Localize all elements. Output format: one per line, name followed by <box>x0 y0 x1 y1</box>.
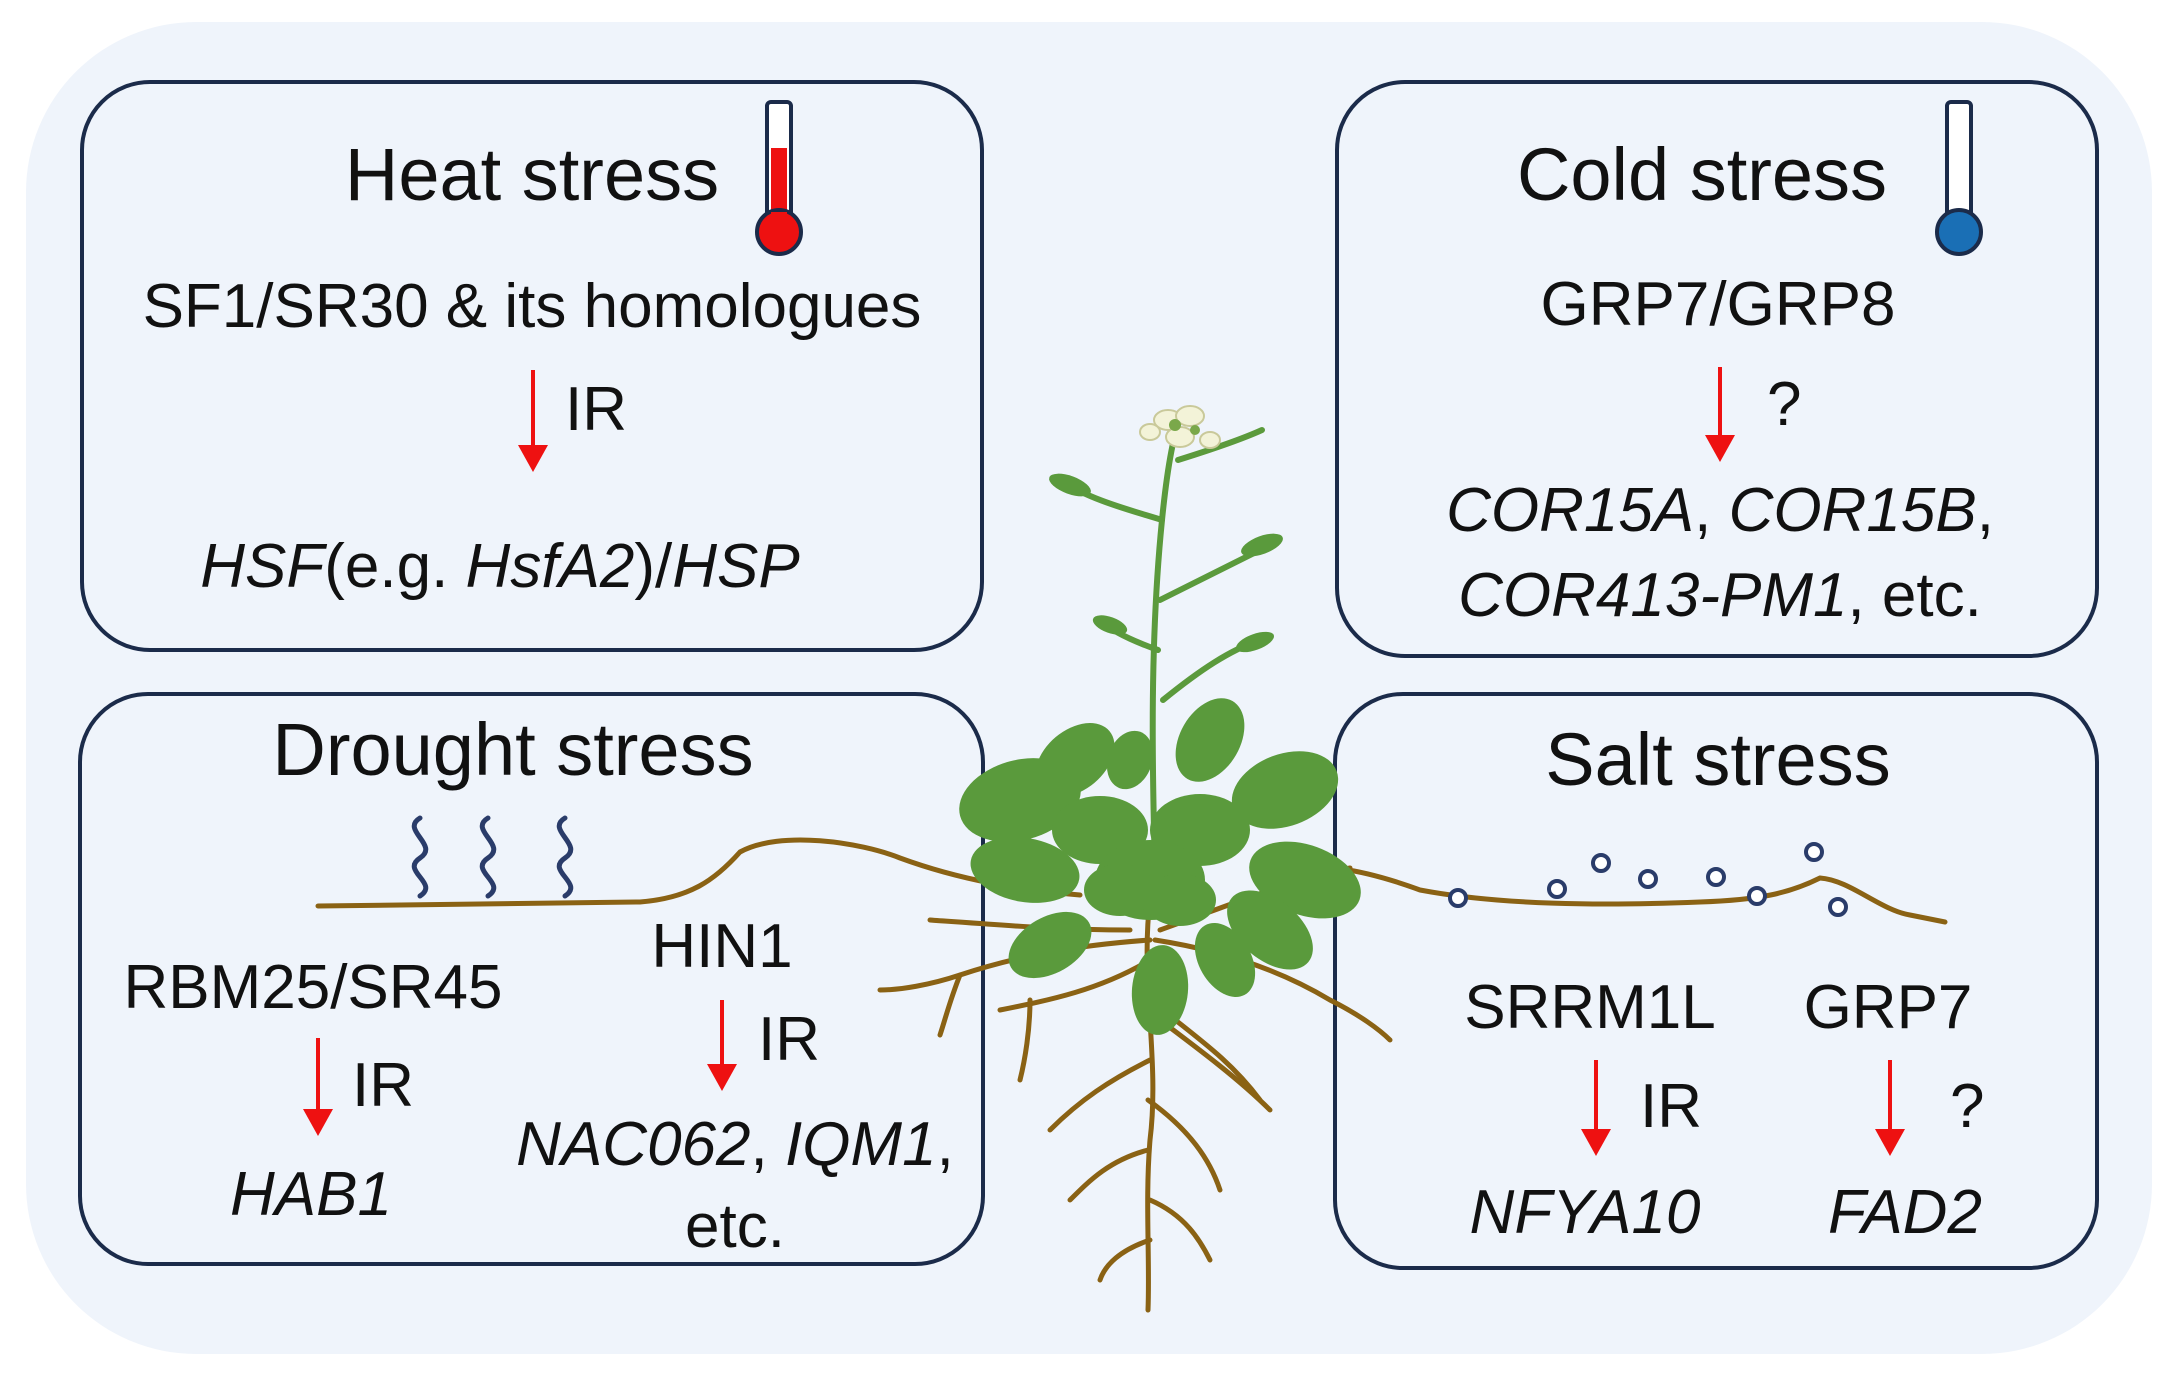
cold-target-etc: , etc. <box>1847 561 1981 630</box>
heat-regulator: SF1/SR30 & its homologues <box>143 272 922 341</box>
heat-event: IR <box>565 375 627 444</box>
heat-arrow <box>518 370 548 472</box>
cold-target-cor413: COR413-PM1 <box>1458 561 1847 630</box>
drought-left-event: IR <box>352 1051 414 1120</box>
cold-target-line2: COR413-PM1, etc. <box>1458 561 1982 630</box>
heat-target-hsf: HSF <box>200 532 327 601</box>
salt-right-arrow <box>1875 1060 1905 1156</box>
drought-right-event: IR <box>758 1005 820 1074</box>
heat-target-close: )/ <box>634 532 673 601</box>
heat-stress-title: Heat stress <box>345 133 719 216</box>
plant-stem-leaves <box>1049 473 1283 653</box>
plant-flowers <box>1139 405 1221 449</box>
cold-stress-title: Cold stress <box>1517 133 1887 216</box>
heat-target-hsfa2: HsfA2 <box>466 532 635 601</box>
heat-stress-box <box>80 80 984 652</box>
thermometer-hot-icon <box>755 100 803 256</box>
salt-stress-panel: Salt stress SRRM1L IR NFYA10 GRP7 ? FAD2 <box>1333 692 2099 1270</box>
drought-right-regulator: HIN1 <box>651 912 792 981</box>
salt-right-regulator: GRP7 <box>1804 973 1973 1042</box>
salt-left-event: IR <box>1640 1072 1702 1141</box>
drought-right-target-line1: NAC062, IQM1, <box>516 1110 954 1179</box>
cold-target-cor15a: COR15A <box>1446 476 1694 545</box>
evaporation-wave-icon <box>411 815 574 899</box>
drought-right-etc: etc. <box>685 1192 785 1261</box>
plant-flower-centers <box>1169 419 1200 435</box>
salt-soil-line <box>1257 864 1948 925</box>
cold-target-line1: COR15A, COR15B, <box>1446 476 1994 545</box>
drought-right-arrow <box>707 1000 737 1091</box>
cold-arrow <box>1705 367 1735 462</box>
salt-left-regulator: SRRM1L <box>1464 973 1716 1042</box>
salt-left-target: NFYA10 <box>1470 1178 1701 1247</box>
salt-stress-box <box>1333 692 2099 1270</box>
drought-right-iqm1: IQM1 <box>785 1110 937 1179</box>
salt-right-target: FAD2 <box>1828 1178 1982 1247</box>
salt-stress-title: Salt stress <box>1545 718 1890 801</box>
cold-event: ? <box>1767 370 1801 439</box>
cold-target-sep1: , <box>1694 476 1728 545</box>
cold-regulator: GRP7/GRP8 <box>1541 270 1896 339</box>
drought-stress-panel: Drought stress RBM25/SR45 IR HAB1 HIN1 I… <box>78 692 985 1266</box>
salt-particle-icon <box>1448 842 1848 917</box>
drought-left-regulator: RBM25/SR45 <box>123 953 502 1022</box>
drought-right-comma: , <box>937 1110 954 1179</box>
plant-rosette <box>959 698 1361 1035</box>
cold-stress-panel: Cold stress GRP7/GRP8 ? COR15A, COR15B , … <box>1335 80 2099 658</box>
drought-right-sep: , <box>751 1110 785 1179</box>
thermometer-cold-icon <box>1935 100 1983 256</box>
arabidopsis-plant-icon <box>877 405 1393 1313</box>
cold-target-cor15b: COR15B <box>1729 476 1977 545</box>
cold-target-sep2: , <box>1977 476 1994 545</box>
heat-target: HSF(e.g. HsfA2)/HSP <box>200 532 800 601</box>
heat-target-eg: (e.g. <box>324 532 465 601</box>
salt-left-arrow <box>1581 1060 1611 1156</box>
drought-right-nac062: NAC062 <box>516 1110 750 1179</box>
drought-stress-box <box>78 692 985 1266</box>
heat-stress-panel: Heat stress SF1/SR30 & its homologues IR… <box>80 80 984 652</box>
salt-right-event: ? <box>1950 1072 1984 1141</box>
cold-stress-box <box>1335 80 2099 658</box>
drought-left-arrow <box>303 1038 333 1136</box>
drought-left-target: HAB1 <box>230 1160 392 1229</box>
heat-target-hsp: HSP <box>672 532 799 601</box>
background-panel <box>26 22 2152 1354</box>
drought-stress-title: Drought stress <box>272 708 753 791</box>
